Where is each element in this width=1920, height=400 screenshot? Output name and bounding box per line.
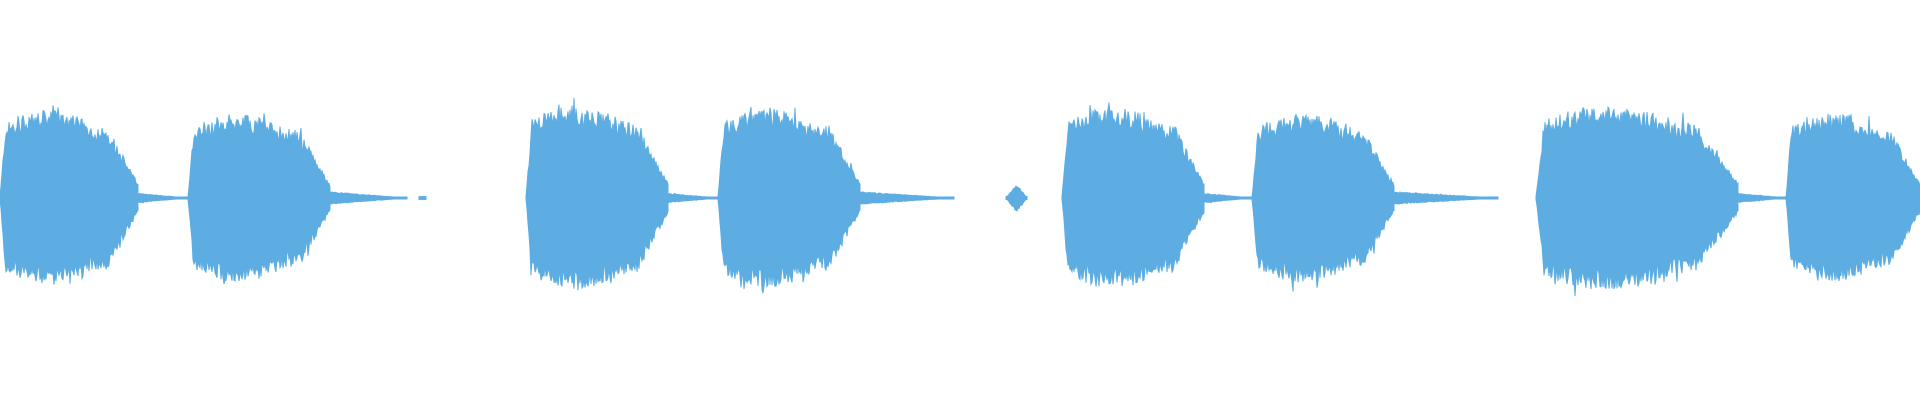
waveform-segment-blip — [1005, 185, 1028, 212]
waveform-segment-tail — [137, 193, 189, 204]
waveform-segment-tail — [329, 191, 408, 205]
waveform-bars — [0, 97, 1920, 297]
waveform-segment-tail — [667, 192, 719, 204]
waveform-segment-tail — [859, 191, 955, 205]
waveform-segment-tail — [1737, 192, 1787, 203]
waveform-segment-burst — [1785, 113, 1920, 281]
waveform-segment-burst — [717, 106, 861, 294]
waveform-segment-burst — [0, 105, 139, 285]
waveform-segment-burst — [187, 113, 331, 285]
waveform-segment-tail — [1393, 191, 1499, 205]
waveform-segment-tick — [418, 195, 427, 201]
waveform-segment-burst — [1061, 102, 1205, 287]
waveform-segment-tail — [1203, 192, 1253, 204]
waveform-segment-burst — [1535, 106, 1739, 297]
waveform-segment-burst — [1251, 113, 1395, 292]
waveform-segment-burst — [525, 97, 669, 291]
